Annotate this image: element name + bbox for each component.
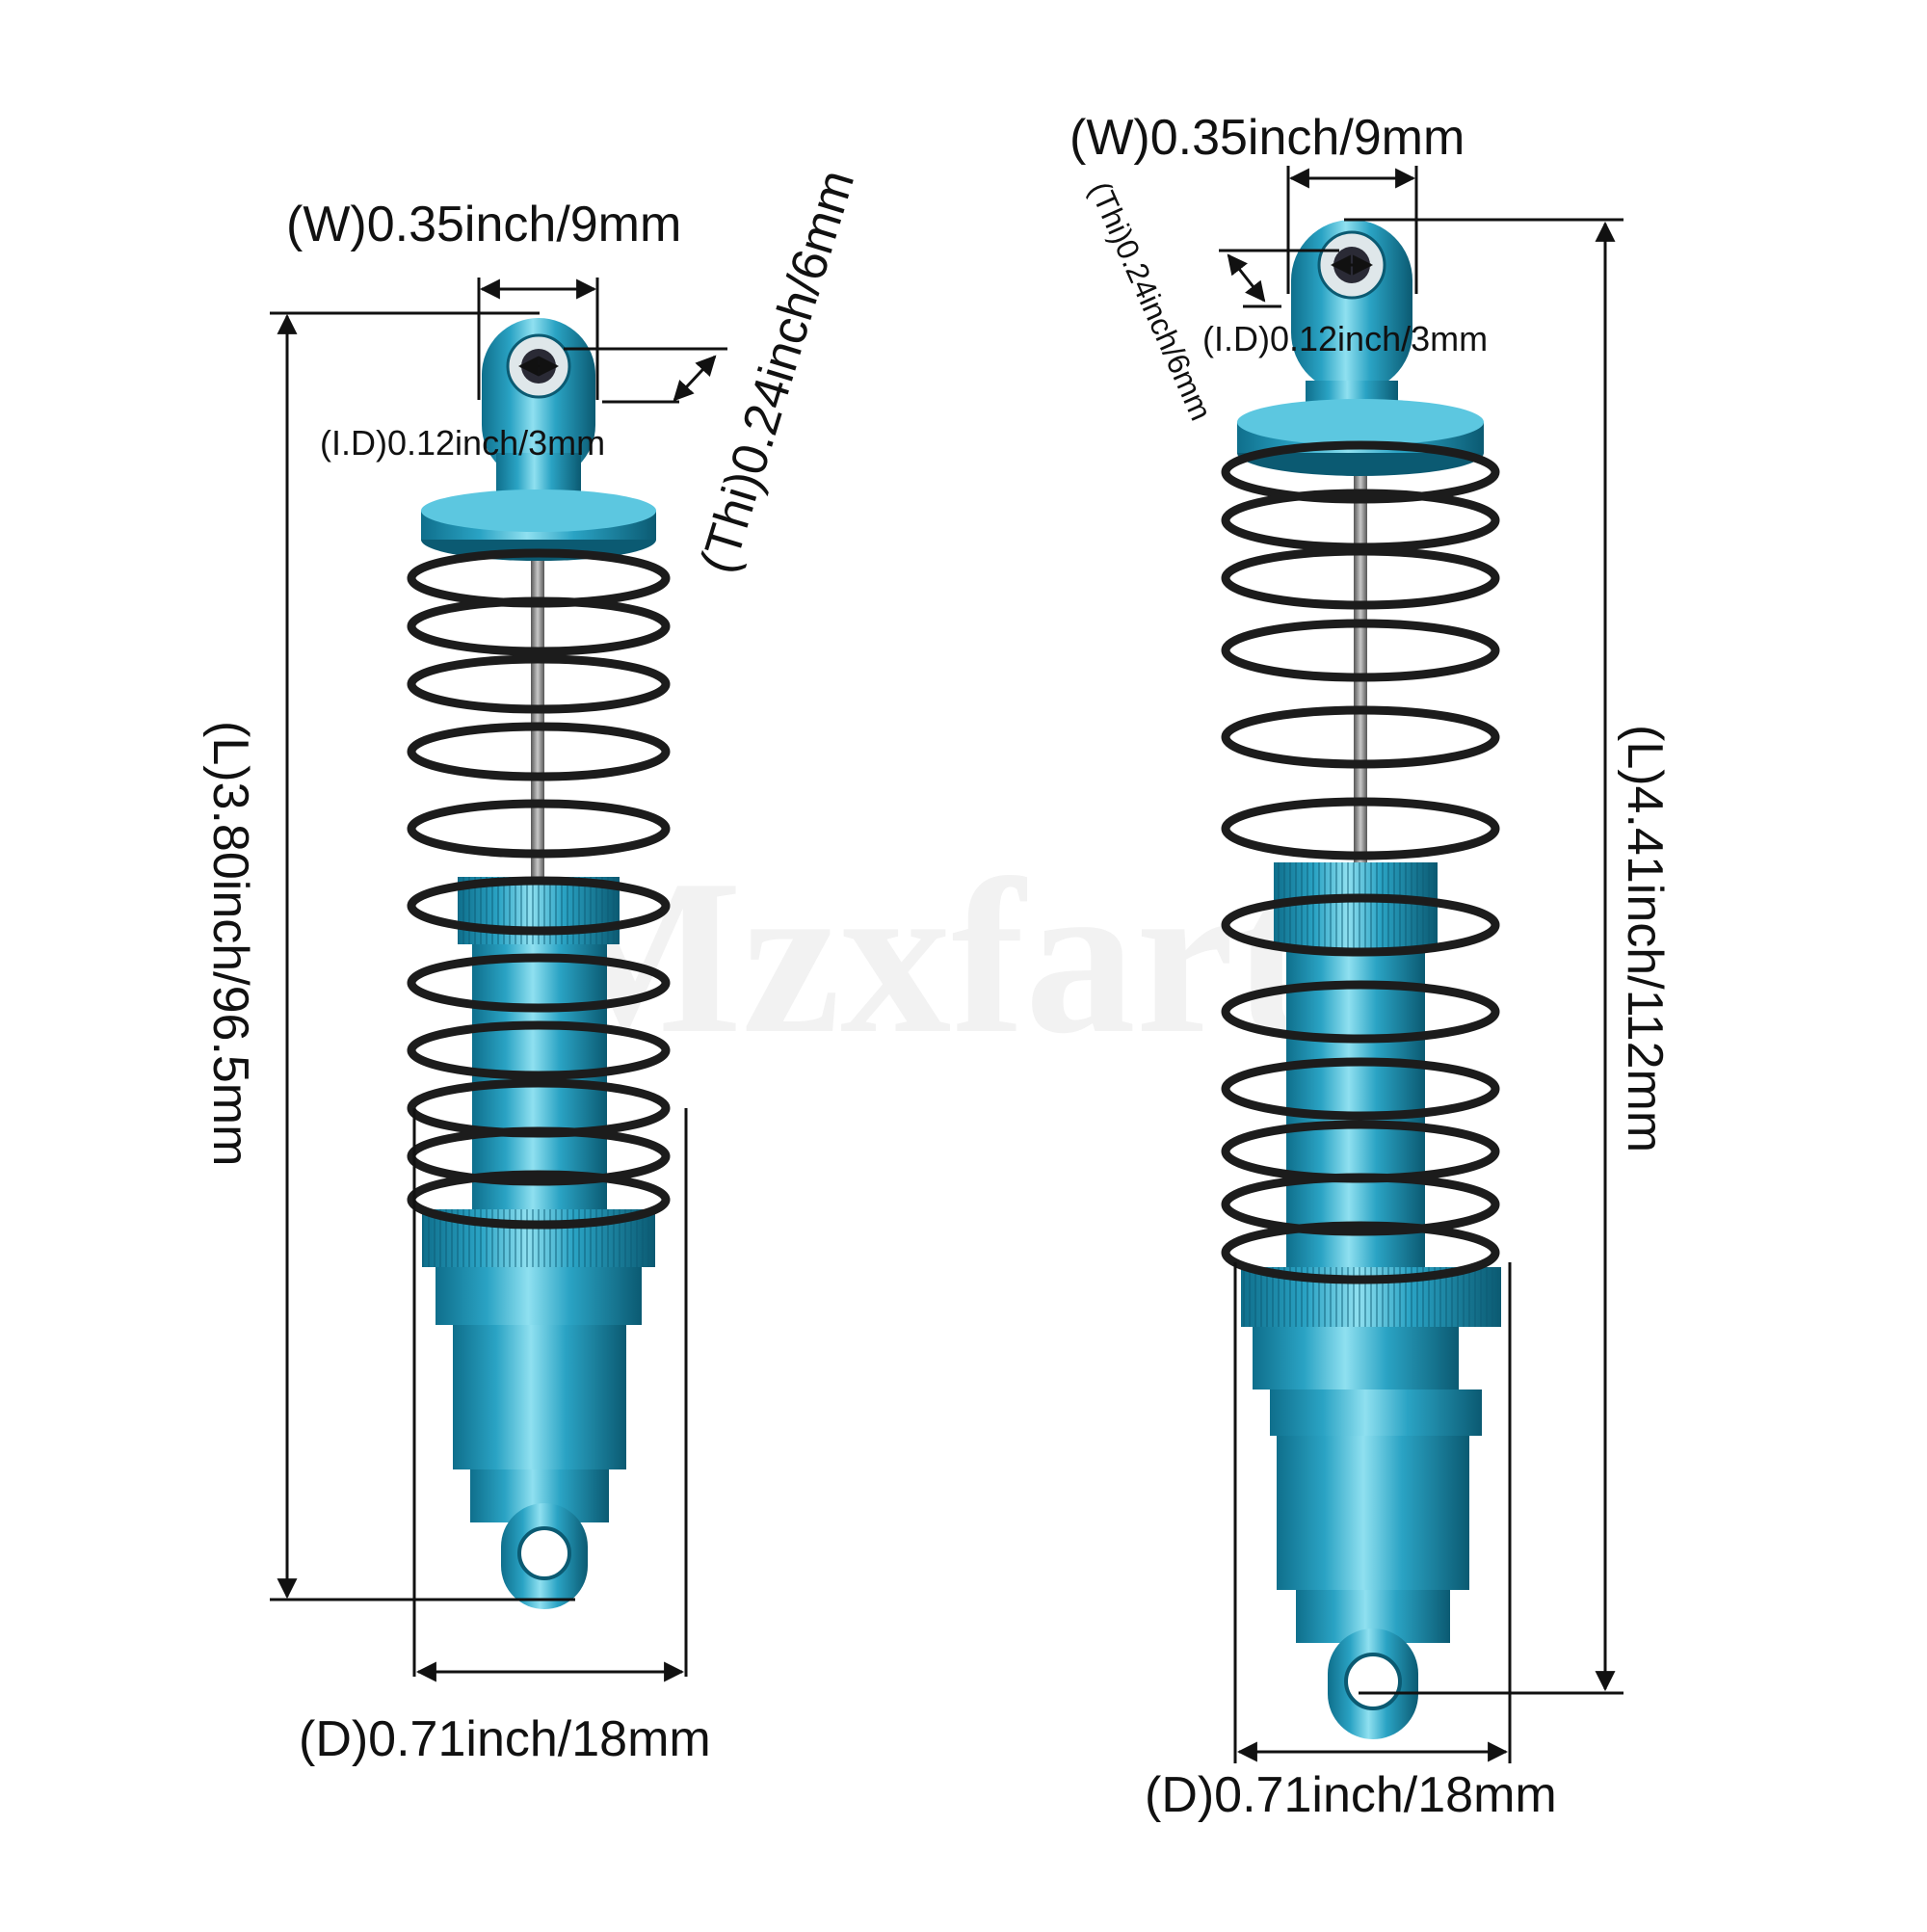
right-bottom-hole	[1344, 1653, 1402, 1710]
watermark: Mzxfarts	[533, 834, 1394, 1079]
left-thickness-label: (Thi)0.24inch/6mm	[690, 164, 865, 579]
left-spring	[407, 548, 671, 1230]
right-inner-diameter-label: (I.D)0.12inch/3mm	[1202, 319, 1488, 358]
left-diameter-label: (D)0.71inch/18mm	[299, 1711, 711, 1767]
right-spring	[1221, 440, 1500, 1284]
left-length-label: (L)3.80inch/96.5mm	[202, 721, 258, 1166]
left-bottom-hole	[517, 1526, 571, 1580]
right-thickness-label: (Thi)0.24inch/6mm	[1083, 176, 1219, 425]
right-dimensions	[1219, 166, 1623, 1763]
left-shock-illustration	[407, 318, 671, 1609]
right-width-label: (W)0.35inch/9mm	[1069, 110, 1465, 166]
right-length-label: (L)4.41inch/112mm	[1617, 725, 1673, 1152]
left-lower-body	[453, 1325, 626, 1469]
right-diameter-label: (D)0.71inch/18mm	[1145, 1767, 1557, 1823]
right-shock-illustration	[1221, 220, 1501, 1739]
right-piston-rod	[1354, 463, 1367, 867]
right-lower-body	[1277, 1436, 1469, 1590]
left-width-label: (W)0.35inch/9mm	[286, 197, 681, 252]
left-dimensions	[270, 278, 727, 1682]
left-inner-diameter-label: (I.D)0.12inch/3mm	[320, 423, 605, 463]
left-piston-rod	[531, 540, 544, 944]
